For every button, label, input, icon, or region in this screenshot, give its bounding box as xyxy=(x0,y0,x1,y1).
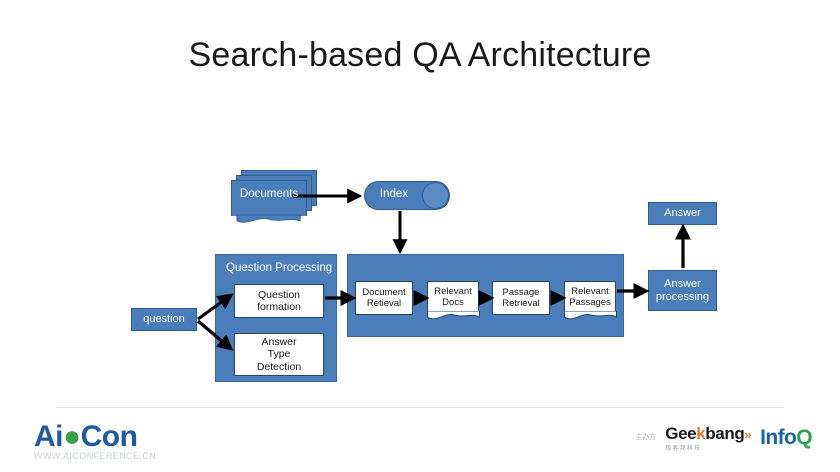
document-retrieval-node[interactable]: Document Retieval xyxy=(355,281,413,315)
answer-node[interactable]: Answer xyxy=(648,202,717,225)
footer-divider xyxy=(56,407,784,408)
sponsor-row: 主办方 Geekbang» 极客邦科技 InfoQ xyxy=(635,424,812,452)
geekbang-logo: Geekbang» 极客邦科技 xyxy=(665,424,751,452)
relevant-passages-node[interactable]: Relevant Passages xyxy=(564,281,617,320)
geekbang-subtitle: 极客邦科技 xyxy=(665,446,702,452)
document-wave-edge xyxy=(236,214,301,223)
documents-label: Documents xyxy=(239,188,299,200)
index-node[interactable]: Index xyxy=(364,181,450,210)
question-input-node[interactable]: question xyxy=(131,308,197,331)
geekbang-wordmark: Geekbang» xyxy=(665,424,751,444)
question-processing-title: Question Processing xyxy=(226,262,333,274)
index-label: Index xyxy=(379,188,409,200)
answer-type-detection-line3: Detection xyxy=(256,360,302,373)
aicon-wordmark-ai: Ai xyxy=(34,420,64,453)
answer-type-detection-line1: Answer xyxy=(261,335,297,348)
relevant-passages-label-group: Relevant Passages xyxy=(564,286,616,308)
geekbang-bang: bang xyxy=(705,424,745,443)
passage-retrieval-node[interactable]: Passage Retrieval xyxy=(492,281,550,315)
infoq-logo: InfoQ xyxy=(760,426,812,450)
question-formation-line1: Question xyxy=(257,288,301,301)
page-title: Search-based QA Architecture xyxy=(188,36,652,74)
relevant-passages-line1: Relevant xyxy=(571,286,609,297)
document-retrieval-line1: Document xyxy=(362,286,406,298)
document-sheet-front xyxy=(231,180,307,216)
relevant-docs-wave-edge xyxy=(427,311,480,320)
document-retrieval-line2: Retieval xyxy=(366,298,402,309)
aicon-wordmark-accent: ● xyxy=(63,420,81,453)
aicon-url: WWW.AICONFERENCE.CN xyxy=(34,451,157,461)
relevant-passages-line2: Passages xyxy=(569,297,611,309)
geekbang-k: k xyxy=(696,424,706,443)
relevant-docs-line1: Relevant xyxy=(434,286,472,297)
aicon-logo: Ai●Con WWW.AICONFERENCE.CN xyxy=(34,420,194,464)
geekbang-tail: » xyxy=(744,427,752,442)
question-formation-line2: formation xyxy=(257,301,301,313)
aicon-wordmark: Ai●Con xyxy=(34,420,138,454)
documents-node[interactable]: Documents xyxy=(231,170,317,223)
relevant-docs-node[interactable]: Relevant Docs xyxy=(427,281,480,320)
relevant-passages-wave-edge xyxy=(564,311,617,320)
relevant-docs-line2: Docs xyxy=(442,297,464,309)
geekbang-gee: Gee xyxy=(665,424,697,443)
passage-retrieval-line2: Retrieval xyxy=(502,298,540,309)
answer-type-detection-node[interactable]: Answer Type Detection xyxy=(234,333,324,376)
relevant-passages-shape xyxy=(564,281,616,312)
infoq-info: Info xyxy=(760,426,797,449)
answer-processing-node[interactable]: Answer processing xyxy=(648,270,717,311)
question-label: question xyxy=(143,313,185,326)
sponsor-label: 主办方 xyxy=(635,434,657,442)
relevant-docs-label-group: Relevant Docs xyxy=(427,286,479,308)
answer-processing-line1: Answer xyxy=(664,277,701,290)
passage-retrieval-line1: Passage xyxy=(502,286,540,298)
question-formation-node[interactable]: Question formation xyxy=(234,284,324,318)
aicon-wordmark-con: Con xyxy=(80,420,138,453)
answer-processing-line2: processing xyxy=(655,290,710,303)
relevant-docs-shape xyxy=(427,281,479,312)
index-disc-shape xyxy=(422,182,449,209)
answer-label: Answer xyxy=(664,207,701,220)
answer-type-detection-line2: Type xyxy=(267,348,291,361)
infoq-q: Q xyxy=(796,426,812,449)
